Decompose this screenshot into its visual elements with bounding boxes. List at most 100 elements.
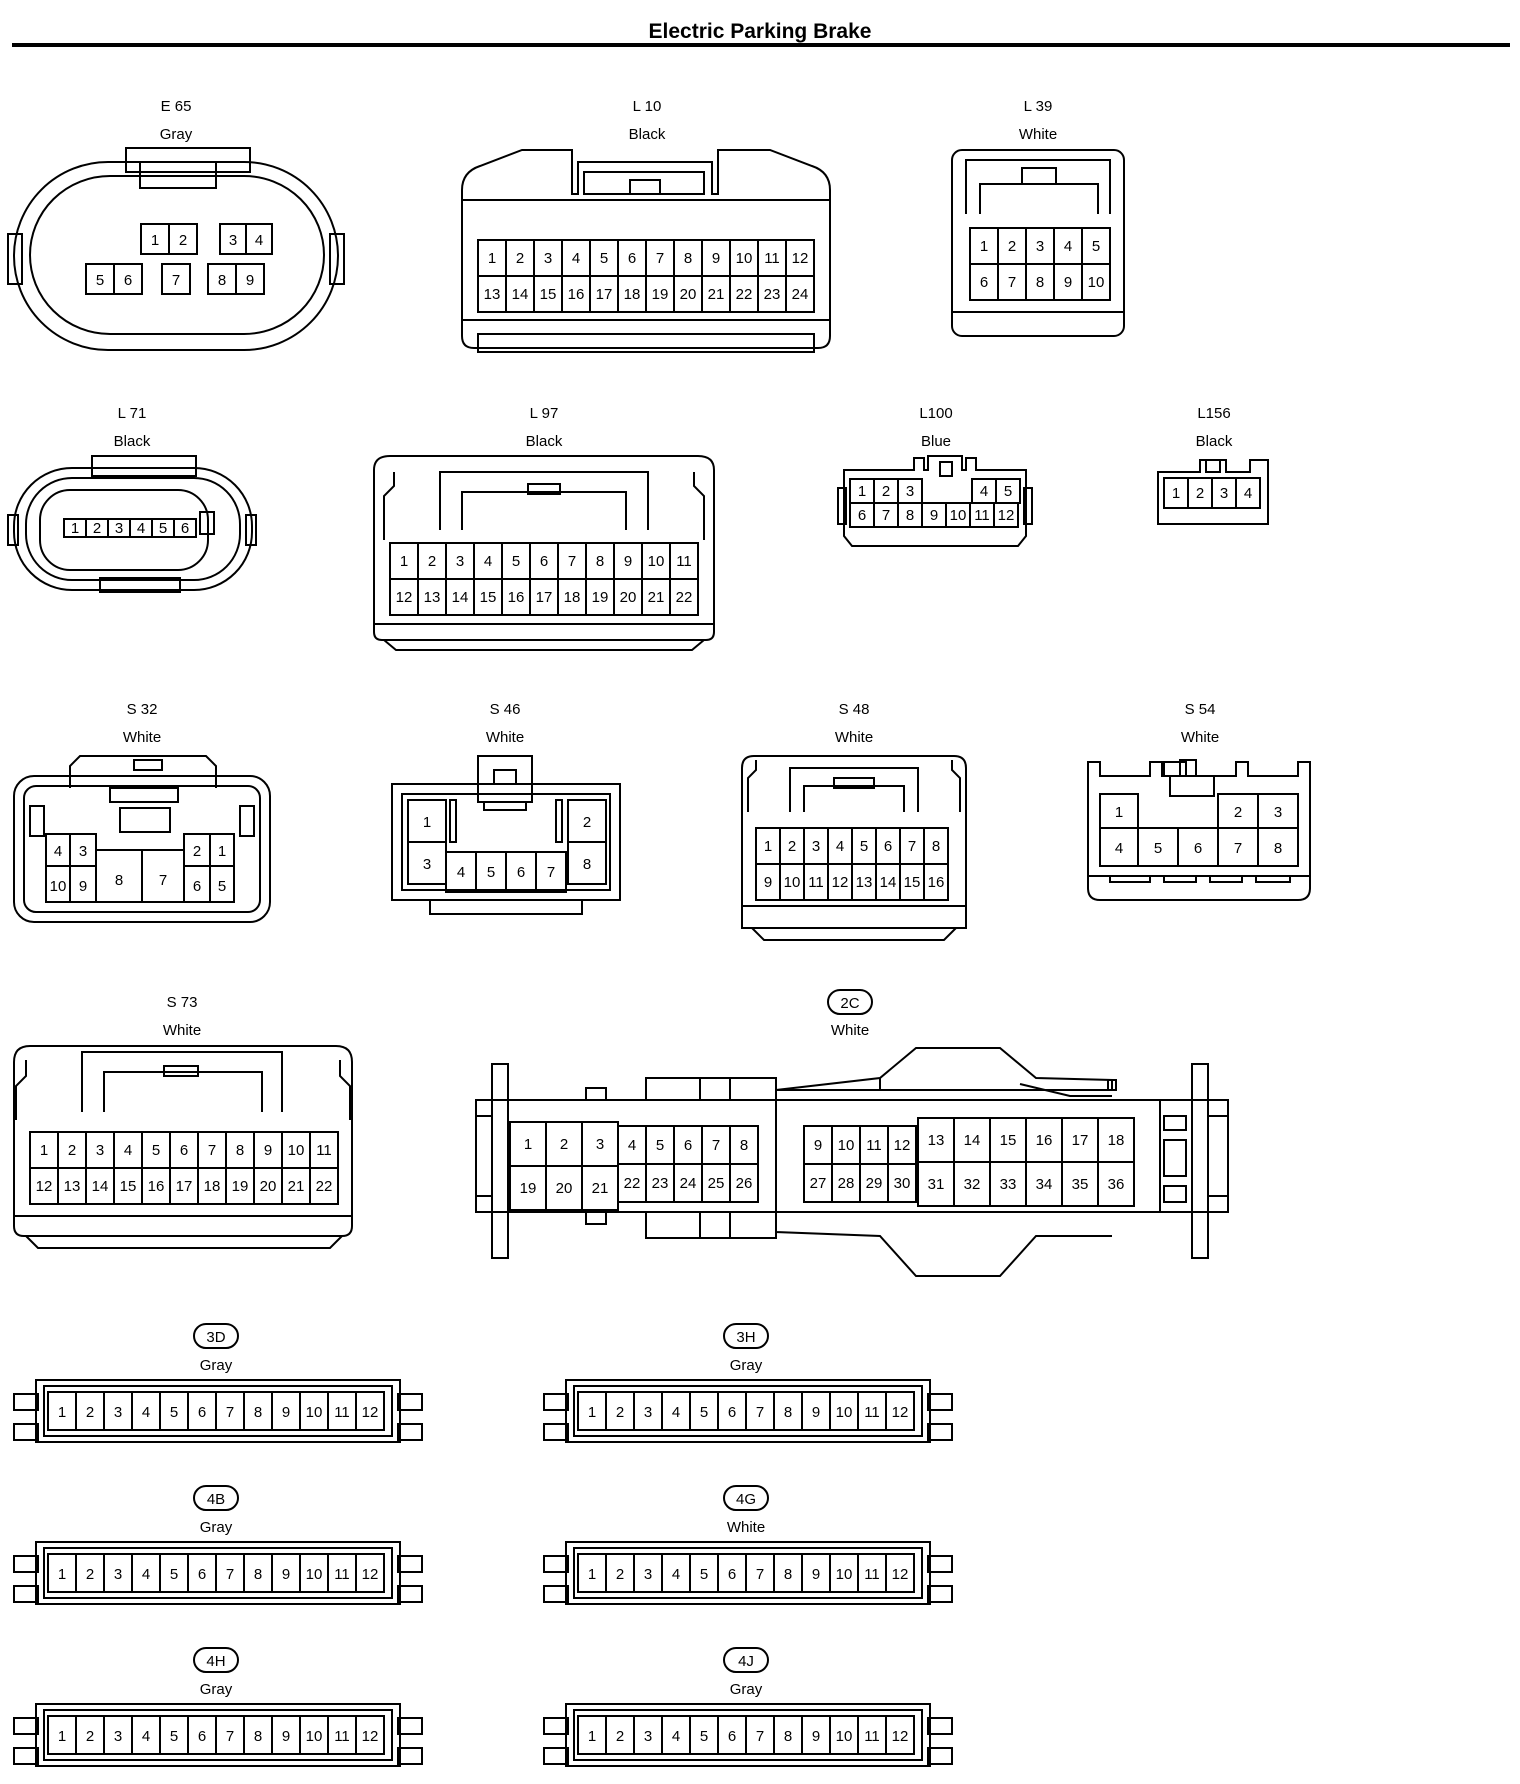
pin-12: 12 — [892, 1566, 909, 1583]
pin-21: 21 — [648, 589, 665, 606]
pin-1: 1 — [40, 1142, 48, 1159]
pin-6: 6 — [628, 250, 636, 267]
pin-11: 11 — [676, 553, 692, 570]
pin-2: 2 — [583, 814, 591, 831]
pin-9: 9 — [282, 1566, 290, 1583]
pin-22: 22 — [676, 589, 693, 606]
pin-2: 2 — [788, 838, 796, 855]
pin-15: 15 — [120, 1178, 137, 1195]
connector-color: Blue — [921, 433, 951, 450]
pin-8: 8 — [784, 1404, 792, 1421]
pin-3: 3 — [114, 1404, 122, 1421]
pin-5: 5 — [159, 520, 167, 537]
pin-cell — [887, 1163, 917, 1203]
connector-color: White — [727, 1519, 765, 1536]
pin-12: 12 — [362, 1404, 379, 1421]
pin-7: 7 — [547, 864, 555, 881]
pin-12: 12 — [396, 589, 413, 606]
connector-code: L 39 — [1024, 98, 1053, 115]
connector-color: Gray — [200, 1681, 233, 1698]
pin-10: 10 — [1088, 274, 1105, 291]
pin-3: 3 — [644, 1404, 652, 1421]
pin-11: 11 — [764, 250, 780, 267]
pin-cell — [923, 863, 949, 901]
pin-8: 8 — [583, 856, 591, 873]
pin-10: 10 — [736, 250, 753, 267]
pin-27: 27 — [810, 1175, 827, 1192]
pin-2: 2 — [193, 843, 201, 860]
pin-4: 4 — [255, 232, 263, 249]
connector-color: White — [1181, 729, 1219, 746]
pin-12: 12 — [892, 1728, 909, 1745]
pin-16: 16 — [928, 874, 945, 891]
pin-5: 5 — [170, 1728, 178, 1745]
pin-23: 23 — [652, 1175, 669, 1192]
pin-6: 6 — [980, 274, 988, 291]
pin-12: 12 — [362, 1566, 379, 1583]
pin-21: 21 — [592, 1180, 609, 1197]
pin-1: 1 — [58, 1566, 66, 1583]
pin-12: 12 — [792, 250, 809, 267]
pin-9: 9 — [79, 878, 87, 895]
connector-code: 4B — [207, 1491, 225, 1508]
pin-15: 15 — [540, 286, 557, 303]
pin-cell — [993, 502, 1019, 528]
pin-4: 4 — [672, 1728, 680, 1745]
pin-6: 6 — [728, 1566, 736, 1583]
pin-19: 19 — [232, 1178, 249, 1195]
pin-12: 12 — [36, 1178, 53, 1195]
pin-7: 7 — [226, 1404, 234, 1421]
pin-7: 7 — [226, 1728, 234, 1745]
connector-color: White — [163, 1022, 201, 1039]
connector-code: S 32 — [127, 701, 158, 718]
pin-11: 11 — [334, 1404, 350, 1421]
pin-13: 13 — [856, 874, 873, 891]
pin-23: 23 — [764, 286, 781, 303]
pin-22: 22 — [316, 1178, 333, 1195]
pin-3: 3 — [1220, 485, 1228, 502]
connector-s32: S 32 White 4 3 10 9 8 7 2 1 6 5 — [13, 701, 271, 923]
pin-3: 3 — [644, 1728, 652, 1745]
pin-8: 8 — [236, 1142, 244, 1159]
pin-4: 4 — [1064, 238, 1072, 255]
pin-1: 1 — [588, 1404, 596, 1421]
pin-cell — [355, 1553, 385, 1593]
pin-4: 4 — [142, 1566, 150, 1583]
pin-13: 13 — [424, 589, 441, 606]
pin-2: 2 — [86, 1728, 94, 1745]
pin-2: 2 — [86, 1566, 94, 1583]
pin-17: 17 — [536, 589, 553, 606]
pin-5: 5 — [170, 1566, 178, 1583]
pin-1: 1 — [588, 1728, 596, 1745]
pin-2: 2 — [560, 1136, 568, 1153]
pin-5: 5 — [1154, 840, 1162, 857]
pin-6: 6 — [124, 272, 132, 289]
pin-1: 1 — [980, 238, 988, 255]
pin-3: 3 — [96, 1142, 104, 1159]
pin-7: 7 — [908, 838, 916, 855]
pin-7: 7 — [1234, 840, 1242, 857]
pin-1: 1 — [423, 814, 431, 831]
pin-5: 5 — [600, 250, 608, 267]
pin-14: 14 — [512, 286, 529, 303]
connector-code: S 54 — [1185, 701, 1216, 718]
pin-7: 7 — [756, 1566, 764, 1583]
pin-6: 6 — [198, 1566, 206, 1583]
pin-9: 9 — [812, 1404, 820, 1421]
pin-5: 5 — [700, 1404, 708, 1421]
pin-3: 3 — [115, 520, 123, 537]
pin-4: 4 — [142, 1728, 150, 1745]
pin-1: 1 — [151, 232, 159, 249]
pin-5: 5 — [700, 1566, 708, 1583]
connector-color: Gray — [200, 1519, 233, 1536]
